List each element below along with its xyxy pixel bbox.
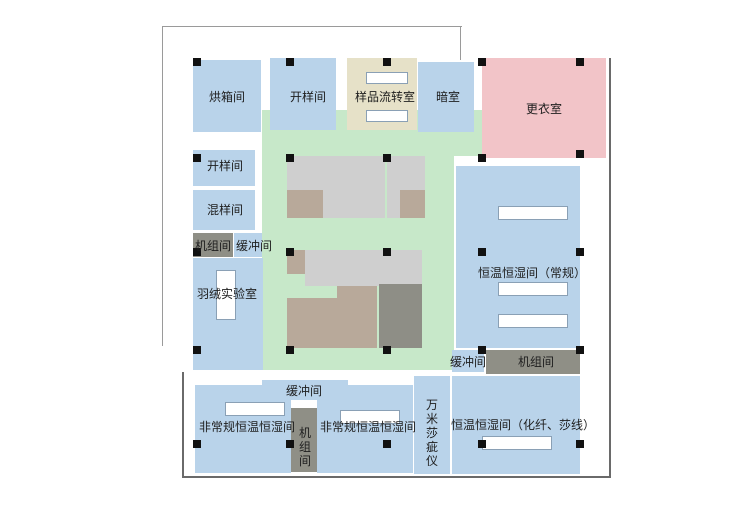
column [576,150,584,158]
mech-room-right [486,350,580,374]
column [383,154,391,162]
label-dark-room: 暗室 [436,90,461,104]
sample-mix-room [193,190,255,230]
locker-room [482,58,606,158]
dark-room [418,62,474,132]
bench [498,206,568,220]
core-wc-2 [337,286,377,348]
mech-room-bottom [291,408,317,472]
column [478,440,486,448]
buffer-room-right [452,350,484,372]
label-baking: 烘箱间 [209,90,246,104]
bench [225,402,285,416]
column [193,248,201,256]
label-const-regular: 恒温恒湿间（常规） [478,266,587,280]
column [193,154,201,162]
column [576,58,584,66]
label-down-lab: 羽绒实验室 [197,287,258,301]
column [383,346,391,354]
bench [366,72,408,84]
label-const-chem: 恒温恒湿间（化纤、莎线） [451,418,596,432]
buffer-room-left [234,233,262,257]
label-mech-right: 机组间 [518,355,555,369]
column [286,346,294,354]
bench [482,436,552,450]
column [193,440,201,448]
bench [216,270,236,320]
column [286,154,294,162]
column [193,58,201,66]
label-mech-bottom: 机组间 [298,426,311,468]
label-sample-transfer: 样品流转室 [355,90,416,104]
column [286,58,294,66]
column [383,248,391,256]
bench [498,314,568,328]
outer-wall-left [162,26,163,346]
column [576,440,584,448]
nonstd-const-mid [317,385,413,473]
outer-wall-bottom [182,476,610,478]
core-room-3 [387,250,422,286]
column [478,58,486,66]
sample-open-room-left [193,150,255,186]
core-wc-1 [287,298,337,348]
bench [366,110,408,122]
outer-wall-top [162,26,462,27]
baking-room [193,60,261,132]
column [478,154,486,162]
label-mech-left: 机组间 [195,239,232,253]
label-locker-room: 更衣室 [526,102,563,116]
column [286,248,294,256]
nonstd-const-left [195,385,291,473]
column [576,346,584,354]
const-chem-room [452,376,580,474]
core-elevator [305,250,387,286]
core-shaft [379,284,422,348]
label-sample-open-left: 开样间 [207,159,244,173]
core-room-1 [287,190,323,218]
label-buffer-bottom: 缓冲间 [286,384,323,398]
tester-room [414,376,450,474]
core-room-2 [400,190,425,218]
column [383,58,391,66]
bench [498,282,568,296]
label-sample-mix: 混样间 [207,203,244,217]
bench [340,410,400,424]
label-buffer-right: 缓冲间 [450,355,487,369]
outer-wall-right [609,58,611,478]
column [383,440,391,448]
column [478,248,486,256]
label-tester: 万米莎疵仪 [425,398,438,468]
column [576,248,584,256]
outer-wall-top-right [460,26,461,60]
label-nonstd-mid: 非常规恒温恒湿间 [320,420,417,434]
column [478,346,486,354]
core-room-4 [287,250,305,274]
column [286,440,294,448]
column [193,346,201,354]
label-nonstd-left: 非常规恒温恒湿间 [199,420,296,434]
outer-wall-bottom-left [182,372,184,478]
label-sample-open-top: 开样间 [290,90,327,104]
sample-open-room-top [270,58,336,130]
label-buffer-left: 缓冲间 [236,239,273,253]
